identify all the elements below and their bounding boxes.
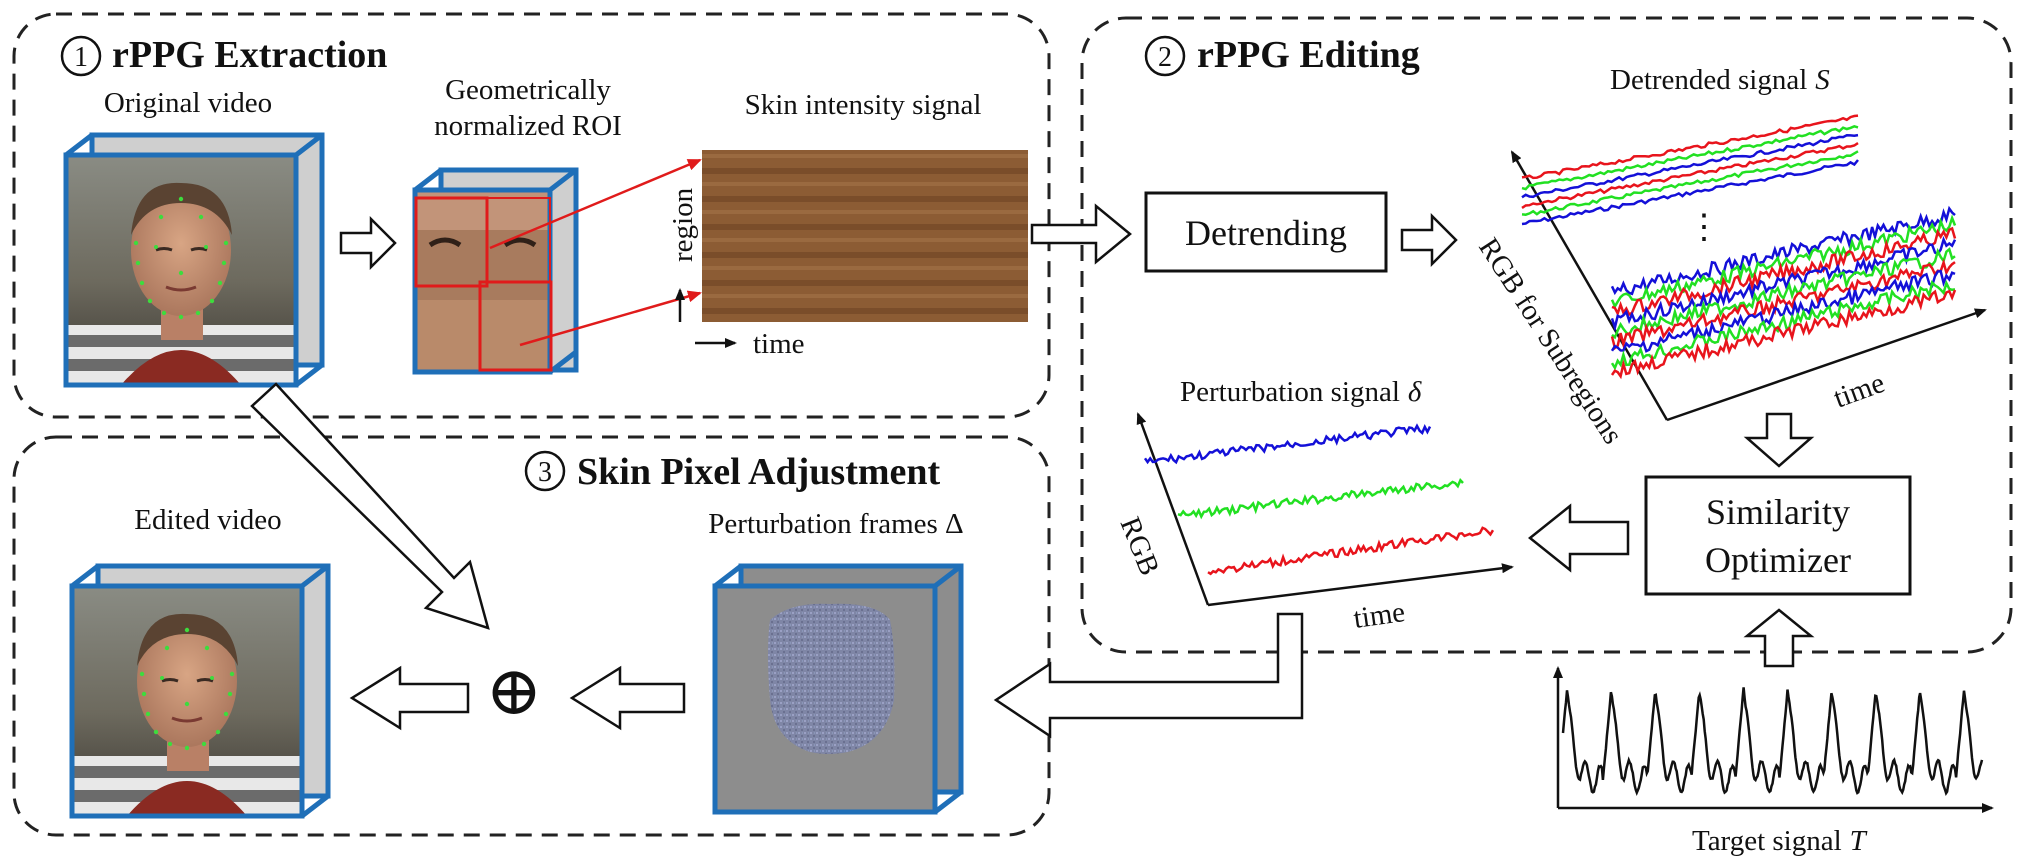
detrending-to-signal-arrow: [1400, 214, 1458, 266]
adjustment-section-border: [12, 435, 1051, 837]
skin-intensity-image: [702, 150, 1028, 322]
perturbation-frames-label: Perturbation frames Δ: [708, 508, 963, 540]
perturbation-axes: [1136, 412, 1514, 607]
step-one-number: 1: [74, 42, 88, 73]
optimizer-to-perturbation-arrow: [1527, 503, 1630, 573]
perturbation-signal-lines: [1143, 423, 1495, 576]
detrended-time-label: time: [1829, 367, 1888, 415]
extraction-title: rPPG Extraction: [112, 34, 387, 76]
frames-to-oplus-arrow: [569, 665, 686, 731]
similarity-label-line1: Similarity: [1706, 492, 1850, 532]
editing-title: rPPG Editing: [1197, 34, 1420, 76]
detrending-box: [1144, 191, 1388, 273]
roi-label-line1: Geometrically: [445, 74, 611, 106]
detrended-axes: [1510, 150, 1987, 422]
step-three-number: 3: [538, 457, 552, 488]
detrended-bottom-line: [1610, 258, 1956, 351]
target-to-optimizer-arrow: [1743, 608, 1815, 668]
step-three-badge: [524, 450, 566, 492]
detrending-label: Detrending: [1185, 213, 1347, 253]
perturbation-face-mask: [768, 603, 895, 754]
perturbation-line: [1143, 423, 1432, 465]
similarity-label-line2: Optimizer: [1705, 540, 1851, 580]
oplus-symbol: ⊕: [486, 653, 543, 729]
detrended-top-line: [1521, 124, 1859, 191]
extraction-header: 1 rPPG Extraction: [60, 34, 387, 77]
detrended-top-line: [1521, 133, 1859, 199]
adjustment-header: 3 Skin Pixel Adjustment: [524, 450, 941, 493]
target-signal-curve: [1561, 687, 1984, 796]
extraction-to-editing-arrow: [1030, 203, 1132, 265]
rgb-axis-label: RGB: [1114, 513, 1166, 580]
detrended-top-line: [1521, 150, 1859, 216]
roi-to-signal-arrow-top: [489, 158, 702, 250]
original-to-oplus-arrow: [250, 382, 490, 630]
detrended-top-line: [1521, 159, 1859, 226]
perturbation-line: [1177, 477, 1464, 520]
detrended-bottom-line: [1611, 247, 1956, 340]
detrended-bottom-line: [1610, 269, 1956, 353]
detrended-bottom-line: [1610, 214, 1957, 310]
edited-video-label: Edited video: [134, 504, 281, 536]
oplus-to-edited-arrow: [349, 665, 470, 731]
editing-header: 2 rPPG Editing: [1144, 34, 1420, 77]
detrended-bottom-line: [1610, 236, 1957, 333]
editing-section-border: [1080, 16, 2013, 654]
detrended-bottom-line: [1610, 289, 1957, 380]
signal-to-optimizer-arrow: [1743, 412, 1815, 468]
perturbation-line: [1207, 526, 1495, 576]
step-two-badge: [1144, 35, 1186, 77]
extraction-section-border: [12, 12, 1051, 419]
time-axis-label: time: [753, 328, 805, 360]
original-video-label: Original video: [104, 87, 272, 119]
roi-to-signal-arrow-bottom: [519, 290, 702, 347]
edited-video-frame: [72, 566, 328, 816]
step-two-number: 2: [1158, 42, 1172, 73]
signal-to-frames-arrow: [993, 612, 1304, 739]
skin-signal-label: Skin intensity signal: [745, 89, 982, 121]
roi-frame: [412, 167, 579, 375]
similarity-optimizer-box: [1644, 475, 1912, 596]
rgb-subregions-label: RGB for Subregions: [1472, 232, 1629, 449]
detrended-top-line: [1521, 114, 1859, 180]
target-axes: [1553, 666, 1994, 813]
detrended-bottom-line: [1610, 205, 1956, 296]
roi-label-line2: normalized ROI: [434, 110, 622, 142]
detrended-signal-lines: [1521, 114, 1957, 380]
region-axis-label: region: [667, 187, 699, 262]
perturbation-frame: [712, 563, 964, 815]
detrended-ellipsis: ⋮: [1687, 209, 1721, 246]
detrended-top-line: [1521, 142, 1859, 209]
original-video-frame: [66, 135, 322, 385]
extraction-arrow-1: [339, 217, 397, 269]
adjustment-title: Skin Pixel Adjustment: [577, 451, 941, 493]
perturbation-time-label: time: [1352, 596, 1407, 635]
step-one-badge: [60, 35, 102, 77]
